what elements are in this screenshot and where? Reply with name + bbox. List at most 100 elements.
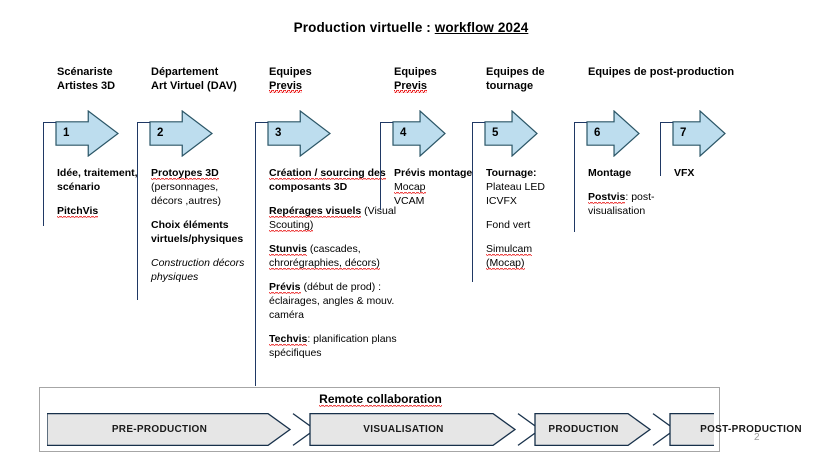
body-line: composants 3D — [269, 181, 348, 193]
body-line: Prévis montage — [394, 167, 473, 179]
stage-arrow-6[interactable]: 6 — [586, 110, 640, 157]
page-title-plain: Production virtuelle : — [293, 20, 435, 35]
body-line: Montage — [588, 167, 632, 179]
text-block: Stunvis (cascades,chrorégraphies, décors… — [269, 242, 404, 270]
connector-stub-3 — [255, 121, 268, 123]
body-line: PitchVis — [57, 205, 99, 218]
column-header-6: Equipes de post-production — [588, 66, 735, 78]
body-line: Repérages visuels (Visual — [269, 205, 397, 218]
body-line: caméra — [269, 309, 305, 321]
body-line: décors ,autres) — [151, 195, 222, 207]
phase-chevron-1[interactable] — [47, 413, 292, 446]
connector-line-2 — [137, 121, 138, 300]
text-block: VFX — [674, 166, 734, 180]
text-block: Protoypes 3D(personnages, décors ,autres) — [151, 166, 259, 208]
body-line: visualisation — [588, 205, 646, 217]
body-line: physiques — [151, 271, 199, 283]
column-body-2: Protoypes 3D(personnages, décors ,autres)… — [151, 166, 259, 284]
phase-chevron-4[interactable] — [669, 413, 714, 446]
page-title: Production virtuelle : workflow 2024 — [0, 20, 822, 35]
connector-stub-5 — [472, 121, 485, 123]
connector-line-5 — [472, 121, 473, 282]
connector-line-1 — [43, 121, 44, 226]
text-block: Montage — [588, 166, 666, 180]
stage-number-7: 7 — [680, 126, 687, 139]
phase-label-2: VISUALISATION — [363, 424, 444, 435]
connector-stub-6 — [574, 121, 587, 123]
text-block: Postvis: post-visualisation — [588, 190, 666, 218]
connector-line-3 — [255, 121, 256, 386]
stage-arrow-4[interactable]: 4 — [392, 110, 446, 157]
text-block: Prévis (début de prod) :éclairages, angl… — [269, 280, 404, 322]
body-line: Protoypes 3D — [151, 167, 219, 180]
body-line: (personnages, — [151, 181, 219, 193]
stage-number-3: 3 — [275, 126, 282, 139]
body-line: VFX — [674, 167, 695, 179]
stage-number-4: 4 — [400, 126, 407, 139]
stage-arrow-7[interactable]: 7 — [672, 110, 726, 157]
body-line: ICVFX — [486, 195, 517, 207]
body-line: Tournage: — [486, 167, 537, 179]
text-block: Simulcam(Mocap) — [486, 242, 571, 270]
text-block: Construction décors physiques — [151, 256, 259, 284]
body-line: éclairages, angles & mouv. — [269, 295, 395, 307]
text-block: PitchVis — [57, 204, 162, 218]
body-line: Choix éléments — [151, 219, 229, 231]
phase-label-3: PRODUCTION — [548, 424, 619, 435]
body-line: VCAM — [394, 195, 425, 207]
page-number: 2 — [754, 432, 760, 443]
phase-label-4: POST-PRODUCTION — [700, 424, 802, 435]
phase-chevron-2[interactable] — [309, 413, 517, 446]
body-line: Simulcam — [486, 243, 533, 256]
body-line: spécifiques — [269, 347, 322, 359]
connector-stub-1 — [43, 121, 56, 123]
body-line: Scouting) — [269, 219, 314, 232]
body-line: (Mocap) — [486, 257, 525, 270]
body-line: Techvis: planification plans — [269, 333, 397, 346]
column-body-7: VFX — [674, 166, 734, 180]
stage-arrow-3[interactable]: 3 — [267, 110, 331, 157]
stage-arrow-5[interactable]: 5 — [484, 110, 538, 157]
phase-label-1: PRE-PRODUCTION — [111, 424, 208, 435]
stage-number-1: 1 — [63, 126, 70, 139]
connector-line-7 — [660, 121, 661, 176]
stage-arrow-1[interactable]: 1 — [55, 110, 119, 157]
body-line: Création / sourcing des — [269, 167, 386, 180]
body-line: Prévis (début de prod) : — [269, 281, 382, 294]
connector-line-6 — [574, 121, 575, 232]
connector-stub-2 — [137, 121, 150, 123]
stage-number-5: 5 — [492, 126, 499, 139]
connector-stub-7 — [660, 121, 673, 123]
phase-chevron-3[interactable] — [534, 413, 652, 446]
body-line: Stunvis (cascades, — [269, 243, 361, 256]
body-line: Construction décors — [151, 257, 245, 269]
stage-number-2: 2 — [157, 126, 164, 139]
page-title-underlined: workflow 2024 — [434, 20, 529, 35]
stage-arrow-2[interactable]: 2 — [149, 110, 213, 157]
body-line: Fond vert — [486, 219, 531, 231]
remote-collaboration-panel: Remote collaboration PRE-PRODUCTION VISUA… — [39, 387, 802, 452]
text-block: Idée, traitement,scénario — [57, 166, 162, 194]
stage-number-6: 6 — [594, 126, 601, 139]
text-block: Fond vert — [486, 218, 571, 232]
body-line: Mocap — [394, 181, 426, 194]
phase-chevrons-svg — [47, 413, 714, 446]
phase-chevron-row: PRE-PRODUCTION VISUALISATION PRODUCTION POS… — [47, 413, 802, 446]
body-line: Idée, traitement, — [57, 167, 138, 179]
connector-stub-4 — [380, 121, 393, 123]
remote-collaboration-label: Remote collaboration — [319, 392, 442, 407]
